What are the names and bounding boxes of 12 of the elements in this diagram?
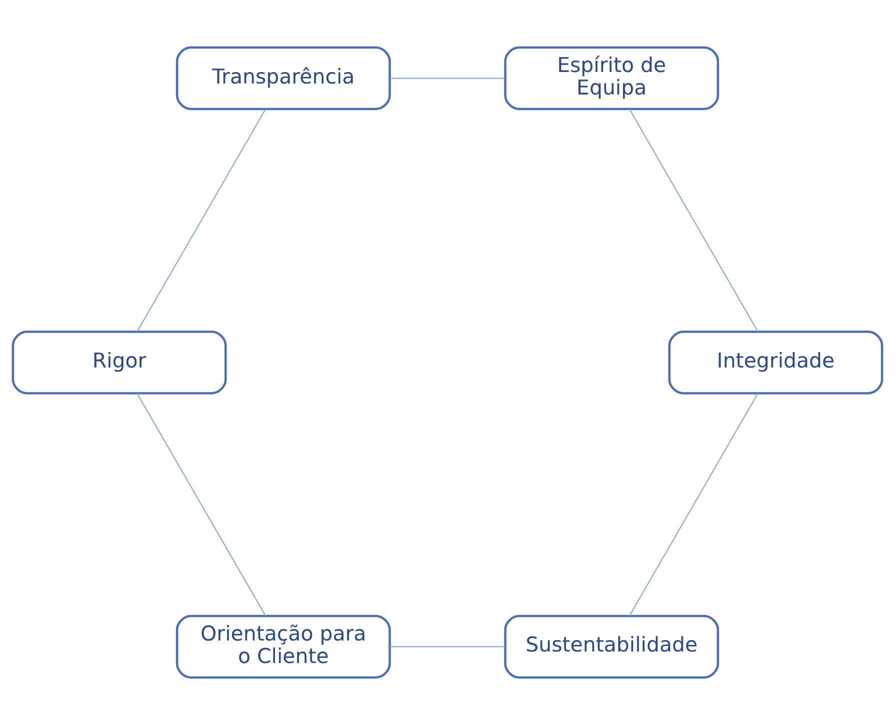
connector <box>628 393 758 616</box>
connector <box>390 78 506 79</box>
connector <box>629 108 758 332</box>
node-box: Sustentabilidade <box>504 614 720 679</box>
node-box: Rigor <box>12 330 227 394</box>
connector <box>136 108 266 332</box>
connector <box>390 646 506 648</box>
node-box: Integridade <box>668 330 884 394</box>
node-box: Espírito de Equipa <box>504 46 720 110</box>
node-box: Orientação para o Cliente <box>176 614 391 679</box>
node-box: Transparência <box>176 46 391 110</box>
connector <box>136 393 266 616</box>
